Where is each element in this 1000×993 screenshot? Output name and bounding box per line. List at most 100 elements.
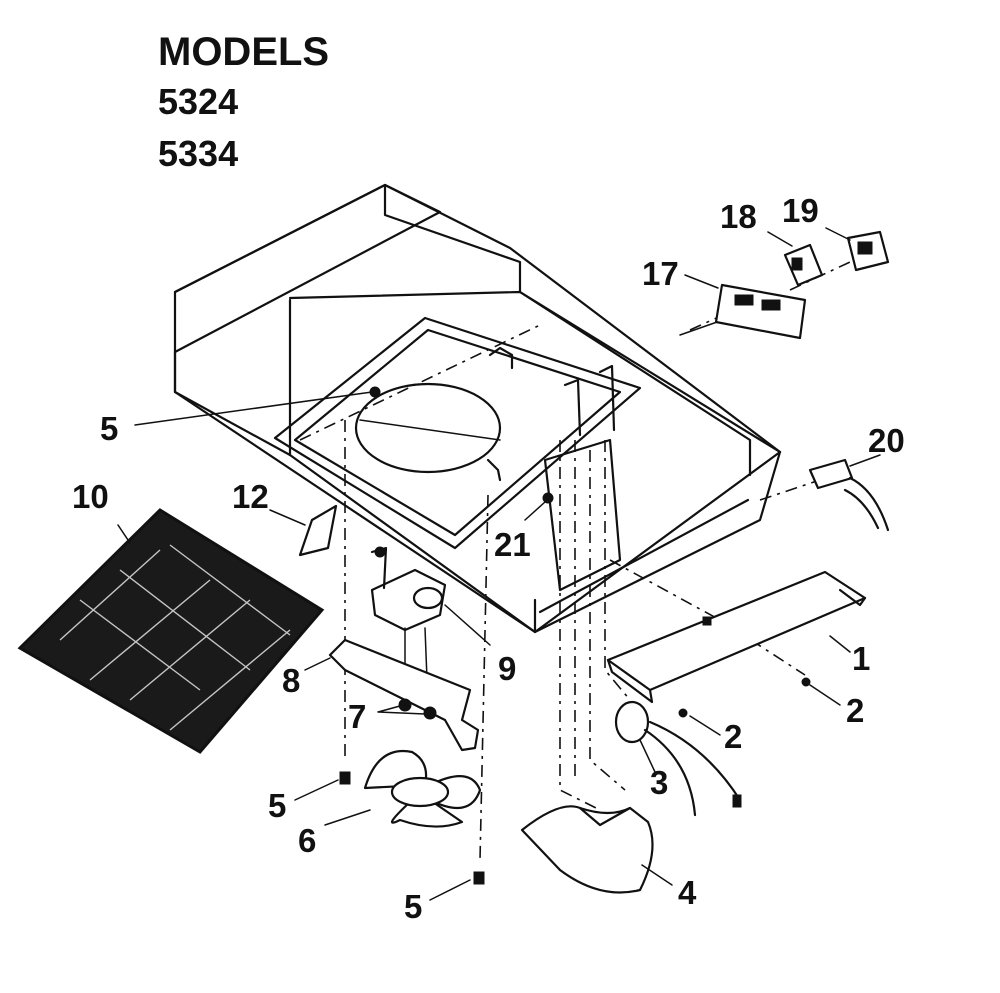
lamp-socket [614, 700, 742, 817]
wire-connector [808, 458, 890, 532]
callout-6: 6 [298, 822, 316, 859]
hood-top-ridge [383, 183, 522, 294]
model-number-5334: 5334 [158, 133, 239, 174]
blower-opening-frame [273, 316, 642, 550]
leader-lines [117, 227, 881, 901]
grease-filter [17, 508, 325, 754]
bracket-tab-right-2 [598, 364, 616, 432]
leader-5-left [294, 779, 339, 801]
screw-left [339, 771, 351, 785]
leader-21 [524, 501, 546, 521]
leader-6 [324, 809, 371, 826]
callout-7: 7 [348, 698, 366, 735]
damper-notch [578, 806, 632, 827]
leader-8 [304, 657, 331, 671]
mounting-bracket [298, 504, 338, 557]
wire-terminal [732, 794, 742, 808]
light-lens-channel [606, 570, 867, 704]
leader-20 [849, 454, 881, 467]
callout-20: 20 [868, 422, 905, 459]
callout-10: 10 [72, 478, 109, 515]
connector-body [808, 458, 854, 490]
guide-line [609, 559, 806, 676]
leader-19 [825, 227, 851, 241]
hood-front-wall [288, 298, 537, 634]
screw-icon [473, 871, 485, 885]
plate-slot [734, 294, 754, 306]
guide-line [559, 440, 601, 811]
callout-17: 17 [642, 255, 679, 292]
hood-right-bottom [533, 450, 782, 634]
leader-3 [639, 739, 656, 773]
damper-shell [520, 805, 654, 894]
switch-rocker [791, 257, 803, 271]
model-number-5324: 5324 [158, 81, 239, 122]
damper-plate [520, 805, 654, 894]
hood-top-left-face [173, 183, 442, 354]
guide-line [299, 324, 541, 441]
filter-mesh-texture [59, 544, 291, 731]
hood-right-rim [518, 290, 752, 477]
screw-bottom [473, 871, 485, 885]
socket-body [614, 700, 650, 744]
blower-motor [370, 546, 447, 706]
leader-7 [377, 705, 426, 715]
blower-wheel-housing [354, 382, 502, 474]
callout-2b: 2 [724, 718, 742, 755]
damper-box [543, 438, 622, 592]
motor-hub [412, 586, 444, 610]
channel-hole [702, 616, 712, 626]
blower-opening-inner [293, 328, 622, 537]
switch-18 [783, 243, 824, 287]
callout-19: 19 [782, 192, 819, 229]
callout-21: 21 [494, 526, 531, 563]
callout-5-left: 5 [268, 787, 286, 824]
channel-end [838, 588, 867, 607]
screw-21 [542, 492, 554, 504]
plate-slot [761, 299, 781, 311]
screw-2a [801, 677, 811, 687]
connector-wire [843, 488, 880, 530]
screw-icon [339, 771, 351, 785]
housing-seam [359, 419, 501, 441]
leader-18 [767, 231, 793, 247]
plate-body [714, 283, 807, 340]
channel-lip [606, 658, 654, 704]
callout-2a: 2 [846, 692, 864, 729]
fan-blade [363, 749, 482, 828]
hood-front-left-edge [173, 390, 292, 457]
callout-12: 12 [232, 478, 269, 515]
switch-body [783, 243, 824, 287]
control-plate [714, 283, 807, 340]
switch-rocker [857, 241, 873, 255]
leader-10 [117, 524, 131, 544]
callout-9: 9 [498, 650, 516, 687]
callout-4: 4 [678, 874, 697, 911]
range-hood-body [173, 183, 782, 634]
callout-5-bottom: 5 [404, 888, 422, 925]
callout-18: 18 [720, 198, 757, 235]
leader-9 [444, 604, 491, 646]
leader-2a [809, 684, 841, 706]
connector-wire [848, 476, 890, 532]
bracket-tab-right [563, 378, 582, 437]
leader-5-bottom [429, 879, 471, 901]
blade [390, 798, 464, 828]
socket-wire [643, 728, 697, 817]
nut [423, 706, 437, 720]
motor-body [370, 568, 447, 632]
guide-line [759, 479, 821, 501]
leader-5-top [134, 391, 373, 426]
leader-4 [641, 864, 673, 886]
leader-1 [829, 635, 851, 653]
motor-plug [374, 546, 386, 558]
leader-12 [269, 509, 306, 526]
socket-wire [648, 720, 742, 802]
screw-2b [678, 708, 688, 718]
guide-line [479, 494, 489, 861]
callout-5-top: 5 [100, 410, 118, 447]
bracket-tab-top [488, 346, 514, 370]
motor-mount-strap [328, 638, 480, 752]
